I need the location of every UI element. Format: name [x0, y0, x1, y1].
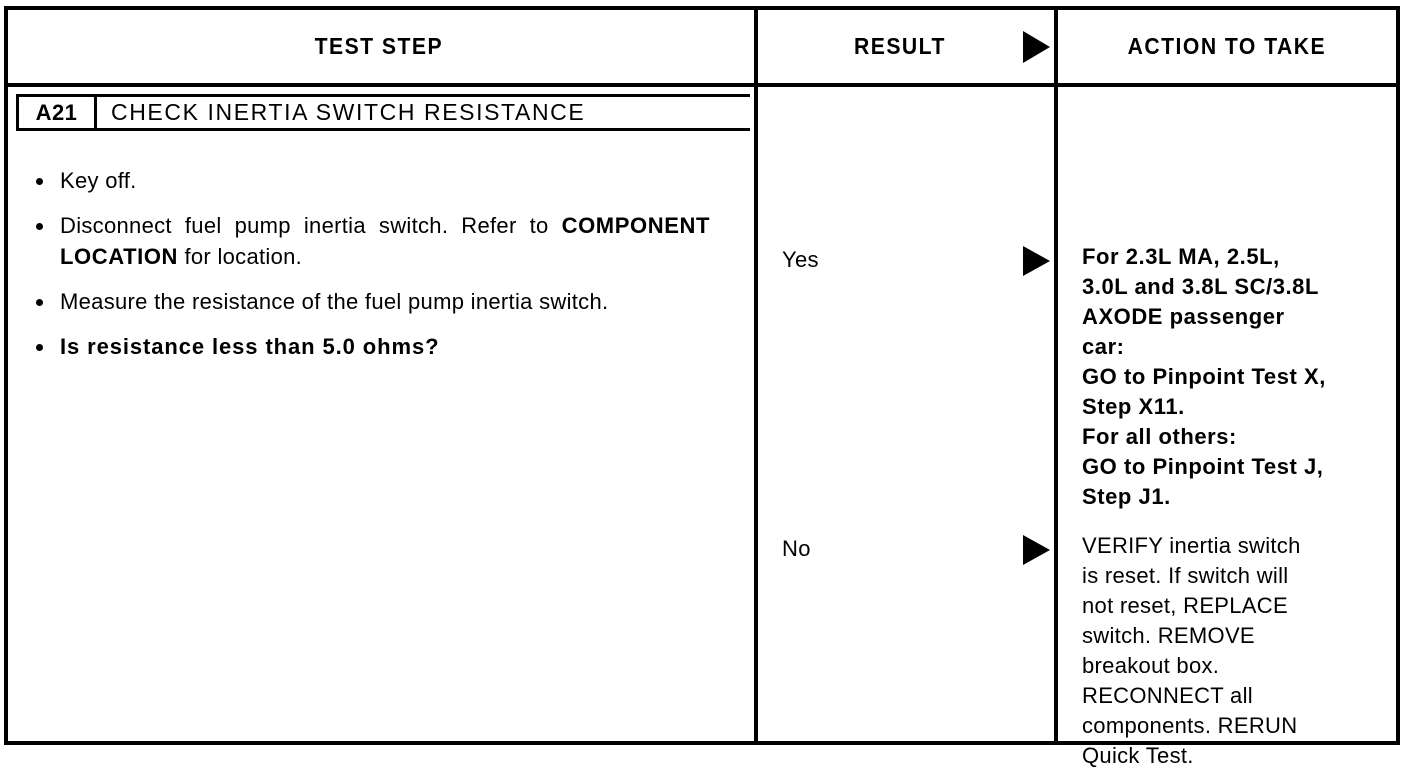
- instruction-text-post: for location.: [178, 244, 303, 269]
- header-cell-test-step: TEST STEP: [8, 10, 750, 83]
- list-item: Measure the resistance of the fuel pump …: [26, 286, 710, 317]
- column-result: Yes No: [754, 87, 1050, 741]
- header-result-inner: RESULT: [758, 10, 1050, 83]
- right-triangle-icon: [1023, 30, 1050, 63]
- result-label-no: No: [782, 536, 811, 561]
- right-triangle-icon: [1023, 535, 1050, 565]
- right-triangle-icon: [1023, 246, 1050, 276]
- header-cell-action-to-take: ACTION TO TAKE: [1054, 10, 1396, 83]
- step-title-box: A21 CHECK INERTIA SWITCH RESISTANCE: [16, 94, 750, 131]
- instruction-emphasis: COMPONENT LOCATION: [60, 213, 710, 269]
- instruction-question-text: Is resistance less than 5.0 ohms?: [60, 334, 440, 359]
- column-action-to-take: For 2.3L MA, 2.5L, 3.0L and 3.8L SC/3.8L…: [1054, 87, 1396, 768]
- header-label-action-to-take: ACTION TO TAKE: [1127, 33, 1327, 59]
- step-id-badge: A21: [19, 97, 97, 128]
- list-item: Key off.: [26, 165, 710, 196]
- instruction-text: Measure the resistance of the fuel pump …: [60, 289, 609, 314]
- result-label-yes: Yes: [782, 247, 819, 272]
- list-item: Disconnect fuel pump inertia switch. Ref…: [26, 210, 710, 272]
- action-text-yes: For 2.3L MA, 2.5L, 3.0L and 3.8L SC/3.8L…: [1082, 244, 1326, 509]
- pinpoint-test-table: TEST STEP RESULT ACTION TO TAKE A21 CHEC…: [4, 6, 1400, 768]
- step-title-text: CHECK INERTIA SWITCH RESISTANCE: [111, 99, 586, 125]
- list-item-question: Is resistance less than 5.0 ohms?: [26, 331, 710, 362]
- header-label-test-step: TEST STEP: [314, 33, 444, 59]
- instruction-text: Key off.: [60, 168, 137, 193]
- column-test-step: A21 CHECK INERTIA SWITCH RESISTANCE Key …: [8, 87, 750, 741]
- action-text-no: VERIFY inertia switch is reset. If switc…: [1082, 533, 1301, 768]
- header-cell-result: RESULT: [754, 10, 1050, 83]
- instruction-text-pre: Disconnect fuel pump inertia switch. Ref…: [60, 213, 562, 238]
- table-header-row: TEST STEP RESULT ACTION TO TAKE: [8, 10, 1396, 87]
- header-label-result: RESULT: [853, 33, 946, 59]
- test-step-instruction-list: Key off. Disconnect fuel pump inertia sw…: [26, 165, 710, 362]
